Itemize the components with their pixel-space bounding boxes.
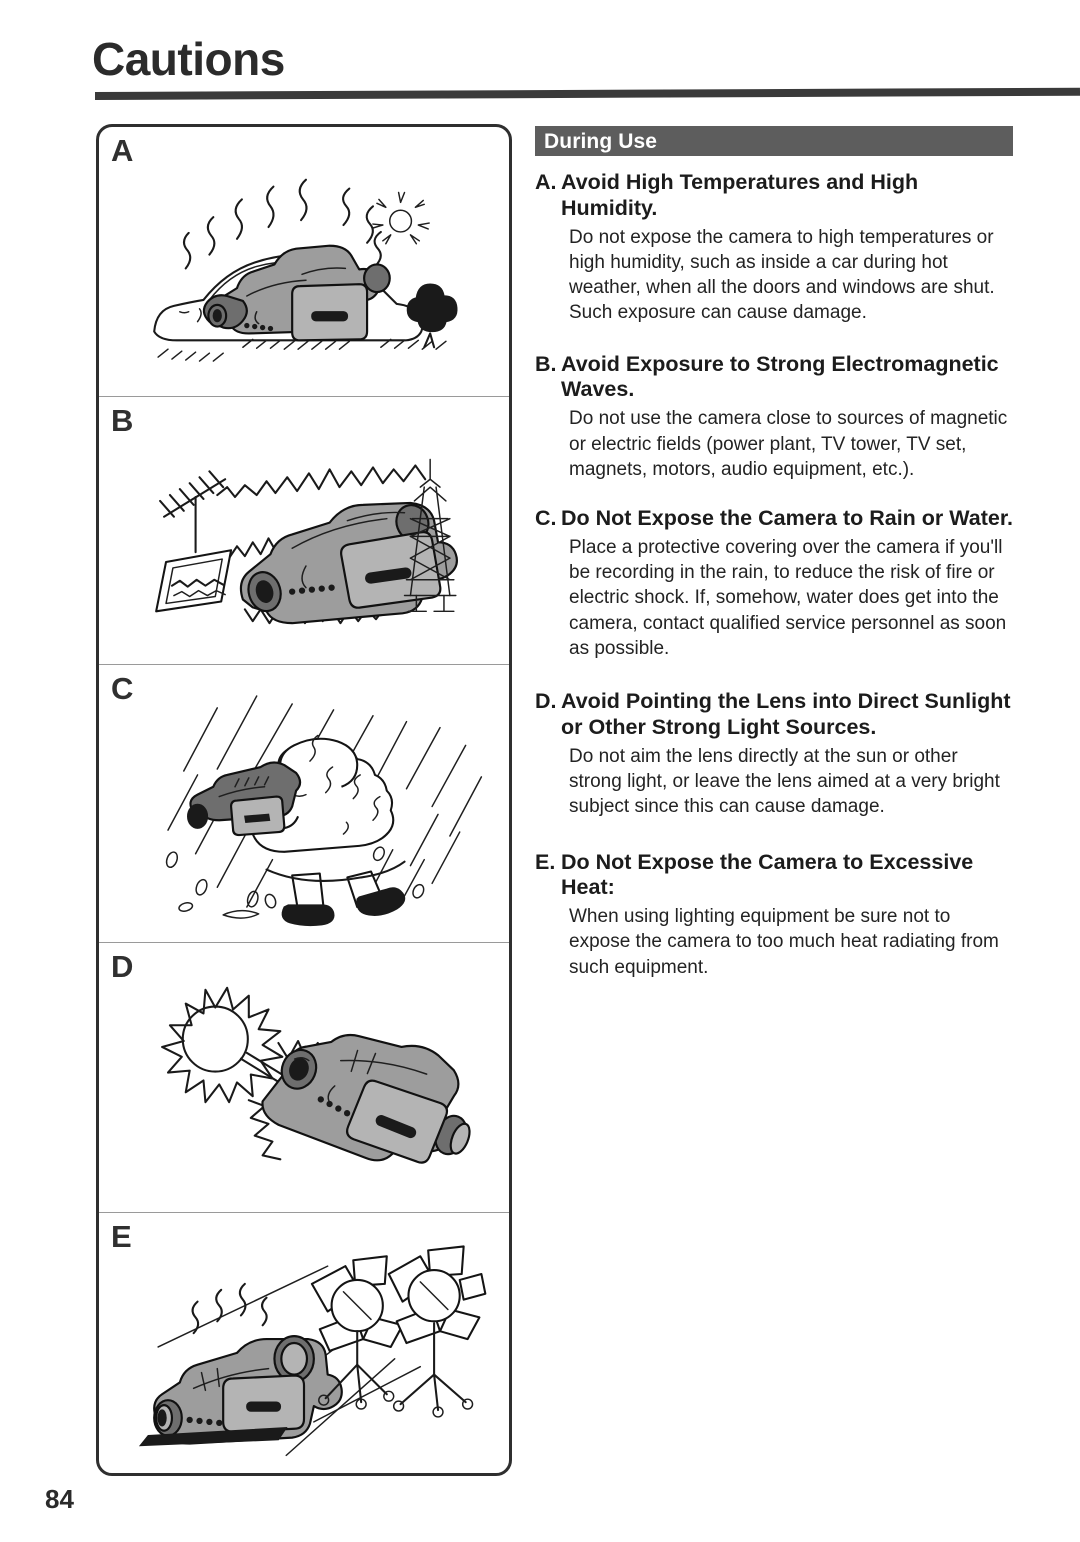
caution-body-c: Place a protective covering over the cam…	[569, 536, 1007, 659]
section-header-label: During Use	[544, 129, 658, 153]
caution-letter-d: D.	[535, 689, 557, 714]
caution-heading-b: B. Avoid Exposure to Strong Electromagne…	[535, 352, 1013, 404]
caution-body-d: Do not aim the lens directly at the sun …	[569, 745, 1000, 818]
figure-panel-c: C	[99, 665, 509, 943]
caution-title-a: Avoid High Temperatures and High Humidit…	[561, 170, 919, 220]
caution-heading-e: E. Do Not Expose the Camera to Excessive…	[535, 850, 1013, 902]
caution-body-a: Do not expose the camera to high tempera…	[569, 226, 995, 324]
section-header-bar: During Use	[535, 126, 1013, 156]
caution-heading-a: A. Avoid High Temperatures and High Humi…	[535, 170, 1013, 222]
caution-letter-e: E.	[535, 849, 556, 874]
caution-item-b: B. Avoid Exposure to Strong Electromagne…	[535, 352, 1013, 482]
caution-item-c: C. Do Not Expose the Camera to Rain or W…	[535, 506, 1013, 661]
caution-letter-c: C.	[535, 506, 557, 531]
illustration-column: A	[96, 124, 512, 1476]
caution-letter-a: A.	[535, 170, 557, 194]
page-title: Cautions	[92, 33, 285, 85]
figure-panel-a: A	[99, 127, 509, 397]
figure-panel-d: D	[99, 943, 509, 1213]
caution-letter-b: B.	[535, 351, 557, 376]
caution-title-c: Do Not Expose the Camera to Rain or Wate…	[561, 506, 1013, 531]
panel-letter-a: A	[111, 133, 134, 168]
caution-body-e: When using lighting equipment be sure no…	[569, 906, 999, 978]
person-filming-in-rain-icon	[99, 665, 509, 942]
panel-letter-c: C	[111, 671, 134, 706]
panel-letter-d: D	[111, 949, 134, 984]
caution-heading-c: C. Do Not Expose the Camera to Rain or W…	[535, 506, 1013, 532]
cautions-text-column: During Use A. Avoid High Temperatures an…	[535, 126, 1013, 980]
panel-letter-b: B	[111, 403, 134, 438]
figure-panel-e: E	[99, 1213, 509, 1473]
camcorder-near-antenna-tv-tower-icon	[99, 397, 509, 664]
caution-item-d: D. Avoid Pointing the Lens into Direct S…	[535, 689, 1013, 819]
panel-letter-e: E	[111, 1219, 132, 1254]
camcorder-near-studio-lights-icon	[99, 1213, 509, 1473]
figure-panel-b: B	[99, 397, 509, 665]
caution-heading-d: D. Avoid Pointing the Lens into Direct S…	[535, 689, 1013, 741]
caution-title-d: Avoid Pointing the Lens into Direct Sunl…	[561, 689, 1011, 739]
sun-shining-into-camcorder-lens-icon	[99, 943, 509, 1212]
camcorder-inside-hot-car-icon	[99, 127, 509, 396]
caution-title-e: Do Not Expose the Camera to Excessive He…	[561, 849, 974, 900]
title-rule	[94, 87, 1080, 100]
page-number: 84	[45, 1484, 74, 1514]
caution-item-a: A. Avoid High Temperatures and High Humi…	[535, 170, 1013, 326]
caution-body-b: Do not use the camera close to sources o…	[569, 408, 1008, 480]
caution-title-b: Avoid Exposure to Strong Electromagnetic…	[561, 351, 999, 402]
caution-item-e: E. Do Not Expose the Camera to Excessive…	[535, 850, 1013, 980]
